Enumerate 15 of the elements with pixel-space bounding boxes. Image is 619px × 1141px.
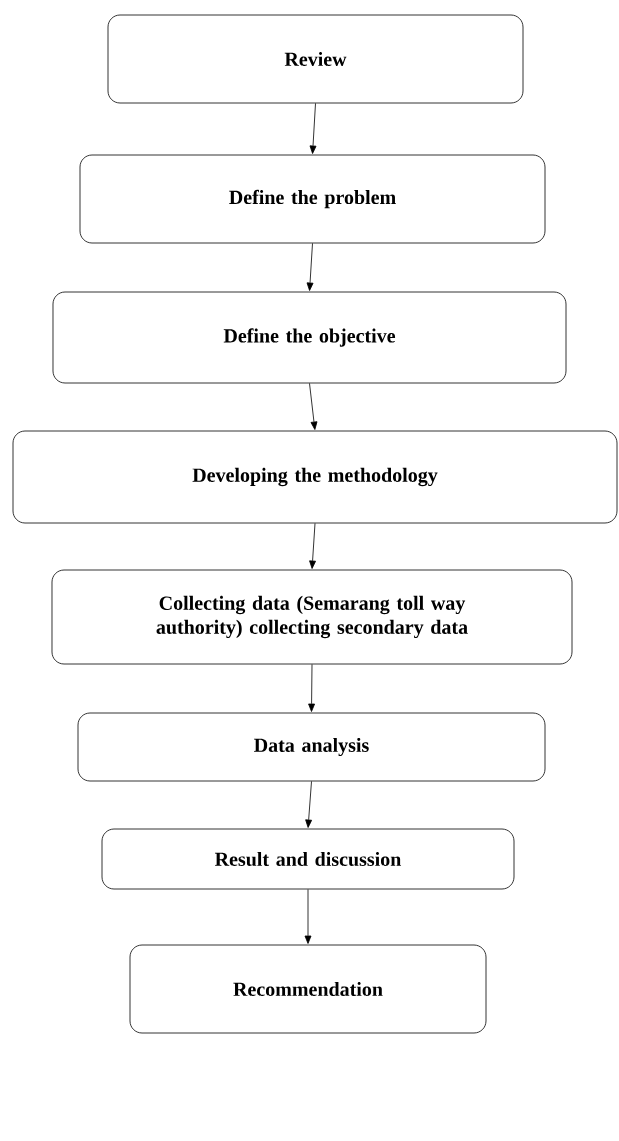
arrow <box>305 781 313 828</box>
process-box: Data analysis <box>77 712 546 782</box>
process-box: Review <box>107 14 524 104</box>
process-box: Developing the methodology <box>12 430 618 524</box>
arrow <box>309 523 316 569</box>
process-box: Collecting data (Semarang toll way authority) collecting secondary data <box>51 569 573 665</box>
arrow <box>309 383 318 430</box>
process-box: Define the problem <box>79 154 546 244</box>
process-box: Recommendation <box>129 944 487 1034</box>
process-box: Result and discussion <box>101 828 515 890</box>
process-box: Define the objective <box>52 291 567 384</box>
arrow <box>309 103 317 154</box>
arrow <box>308 664 315 712</box>
arrow <box>306 243 314 291</box>
arrow <box>304 889 312 944</box>
